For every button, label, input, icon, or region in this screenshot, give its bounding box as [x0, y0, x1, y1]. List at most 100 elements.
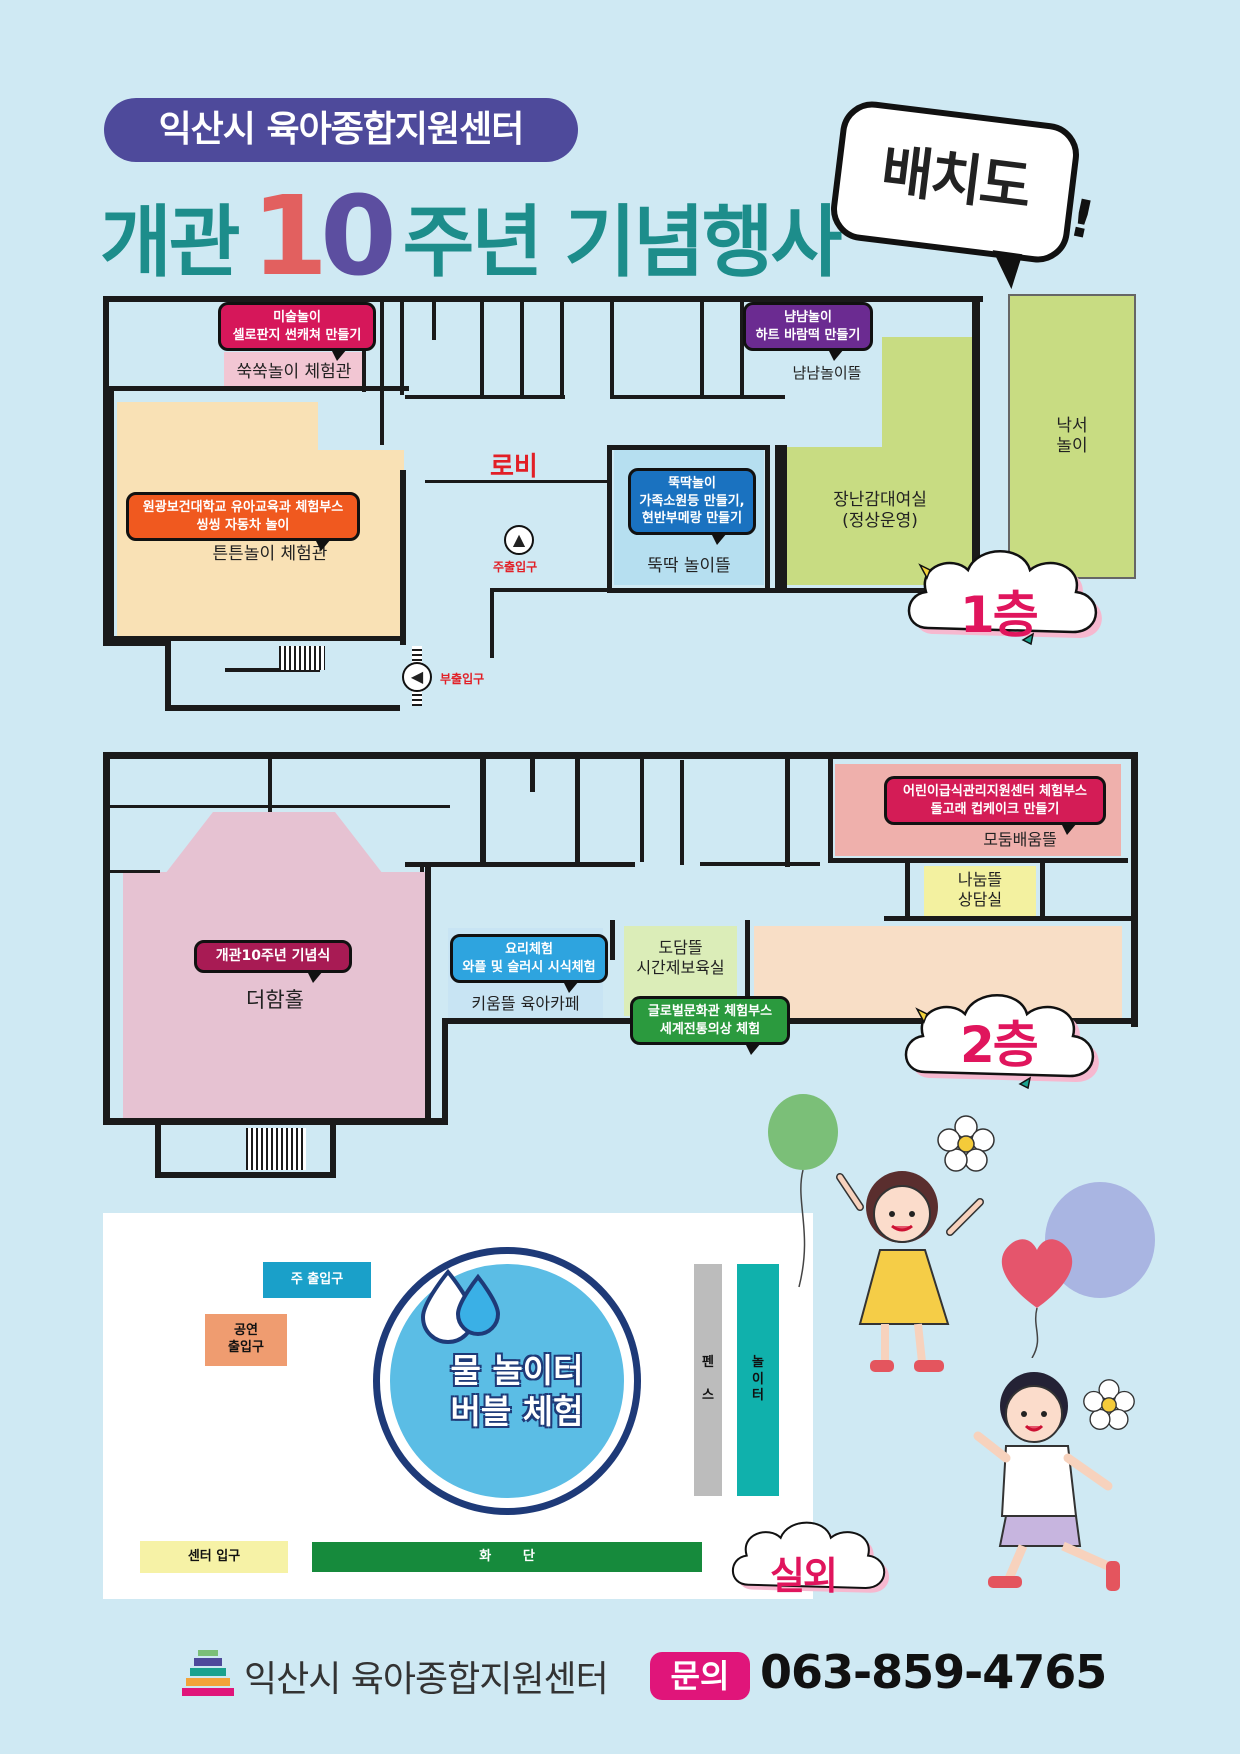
wall	[103, 296, 983, 302]
title-number-zero: 0	[320, 172, 396, 300]
water-text-line: 물 놀이터	[450, 1351, 584, 1390]
room-teunteun-cutout	[318, 402, 404, 450]
outdoor-center-entrance: 센터 입구	[140, 1541, 288, 1573]
balloon-blue-icon	[1045, 1182, 1155, 1298]
wall	[884, 916, 1134, 921]
wall	[640, 752, 644, 862]
outdoor-cloud-badge	[732, 1521, 890, 1593]
wall	[785, 752, 790, 867]
wall	[520, 300, 524, 395]
org-pill: 익산시 육아종합지원센터	[104, 98, 578, 162]
tag-text: 와플 및 슬러시 시식체험	[462, 959, 596, 975]
tag-text: 개관10주년 기념식	[215, 948, 331, 964]
room-label-nakseo-2: 놀이	[1056, 436, 1088, 456]
wall	[607, 445, 769, 450]
wall	[530, 752, 535, 792]
label-text: 공연	[234, 1323, 258, 1339]
title-number-one: 1	[251, 172, 328, 300]
room-label-nanum-2: 상담실	[957, 890, 1003, 909]
tag-meal-center: 어린이급식관리지원센터 체험부스 돌고래 컵케이크 만들기	[884, 776, 1106, 836]
title-prefix: 개관	[100, 198, 241, 288]
org-logo-icon	[182, 1650, 234, 1696]
wall	[400, 470, 406, 645]
room-label-dodam-1: 도담뜰	[658, 938, 703, 957]
outdoor-performance-entrance: 공연 출입구	[205, 1314, 287, 1366]
wall	[607, 445, 612, 593]
room-label-kium: 키움뜰 육아카페	[471, 994, 580, 1013]
wall	[480, 752, 486, 862]
wall	[490, 588, 608, 592]
wall	[745, 920, 750, 1020]
outdoor-flower-bed: 화 단	[312, 1542, 702, 1572]
wall	[1040, 858, 1045, 920]
wall	[610, 920, 615, 960]
room-unnamed-2f	[754, 926, 1122, 1018]
tag-text: 돌고래 컵케이크 만들기	[930, 801, 1060, 817]
wall	[380, 300, 384, 445]
room-label-nakseo-1: 낙서	[1056, 416, 1088, 436]
tag-text: 글로벌문화관 체험부스	[647, 1004, 773, 1019]
tag-text: 세계전통의상 체험	[659, 1021, 761, 1037]
wall	[490, 588, 494, 658]
sign-tail-decoration	[987, 250, 1023, 290]
tag-global-culture: 글로벌문화관 체험부스 세계전통의상 체험	[630, 996, 790, 1056]
wall	[765, 445, 770, 593]
wall	[420, 862, 424, 872]
room-label-dodam-2: 시간제보육실	[636, 958, 725, 977]
tag-text: 원광보건대학교 유아교육과 체험부스	[142, 500, 344, 515]
wall	[246, 1128, 306, 1170]
tag-nyam-play: 냠냠놀이 하트 바람떡 만들기	[743, 302, 873, 362]
wall	[103, 1118, 448, 1125]
wall	[610, 300, 614, 395]
wall	[225, 668, 320, 672]
lobby-label: 로비	[490, 452, 538, 482]
water-play-text: 물 놀이터 버블 체험	[380, 1350, 654, 1433]
wall	[610, 395, 785, 399]
room-deoham-top	[165, 812, 383, 874]
side-entrance-label: 부출입구	[440, 672, 485, 686]
wall	[442, 1018, 1138, 1024]
flower-icon	[937, 1115, 995, 1172]
tag-text: 가족소원등 만들기,	[639, 493, 745, 509]
main-entrance-label: 주출입구	[493, 560, 538, 574]
wall	[560, 300, 564, 395]
wall	[828, 752, 833, 862]
room-deoham	[123, 872, 425, 1120]
wall	[110, 805, 450, 808]
wall	[155, 1118, 161, 1178]
wall	[680, 760, 684, 865]
wall	[103, 640, 168, 646]
outdoor-label: 실외	[770, 1554, 838, 1598]
footer-org: 익산시 육아종합지원센터	[244, 1659, 609, 1700]
tag-cooking: 요리체험 와플 및 슬러시 시식체험	[450, 934, 608, 994]
wall	[575, 752, 580, 862]
water-play-circle	[380, 1254, 634, 1508]
tag-text: 씽씽 자동차 놀이	[196, 517, 290, 533]
wall	[109, 386, 114, 641]
flower-icon	[1083, 1379, 1135, 1430]
wall	[109, 636, 404, 641]
wall	[103, 752, 1138, 759]
wall	[109, 386, 409, 391]
room-label-nyamnyam: 냠냠놀이뜰	[792, 364, 862, 382]
wall	[103, 752, 110, 1124]
wall	[330, 1118, 336, 1178]
room-label-nanum-1: 나눔뜰	[957, 870, 1003, 889]
tag-text: 뚝딱놀이	[668, 476, 716, 491]
wall	[442, 1018, 448, 1125]
footer-phone[interactable]: 063-859-4765	[760, 1645, 1107, 1699]
outdoor-main-entrance: 주 출입구	[263, 1262, 371, 1298]
tag-text: 어린이급식관리지원센터 체험부스	[903, 784, 1087, 799]
wall	[425, 480, 610, 483]
outdoor-playground: 놀 이 터	[737, 1264, 779, 1496]
tag-text: 셀로판지 썬캐쳐 만들기	[232, 327, 362, 343]
wall	[432, 300, 436, 340]
room-label-jangnan-1: 장난감대여실	[833, 490, 927, 510]
wall	[700, 300, 704, 395]
tag-ceremony: 개관10주년 기념식	[194, 940, 352, 983]
floor1-cloud-badge	[907, 550, 1102, 646]
water-text-line: 버블 체험	[450, 1392, 584, 1432]
wall	[405, 395, 565, 399]
main-entrance-marker: ▲	[504, 525, 534, 555]
outdoor-fence: 펜 스	[694, 1264, 722, 1496]
